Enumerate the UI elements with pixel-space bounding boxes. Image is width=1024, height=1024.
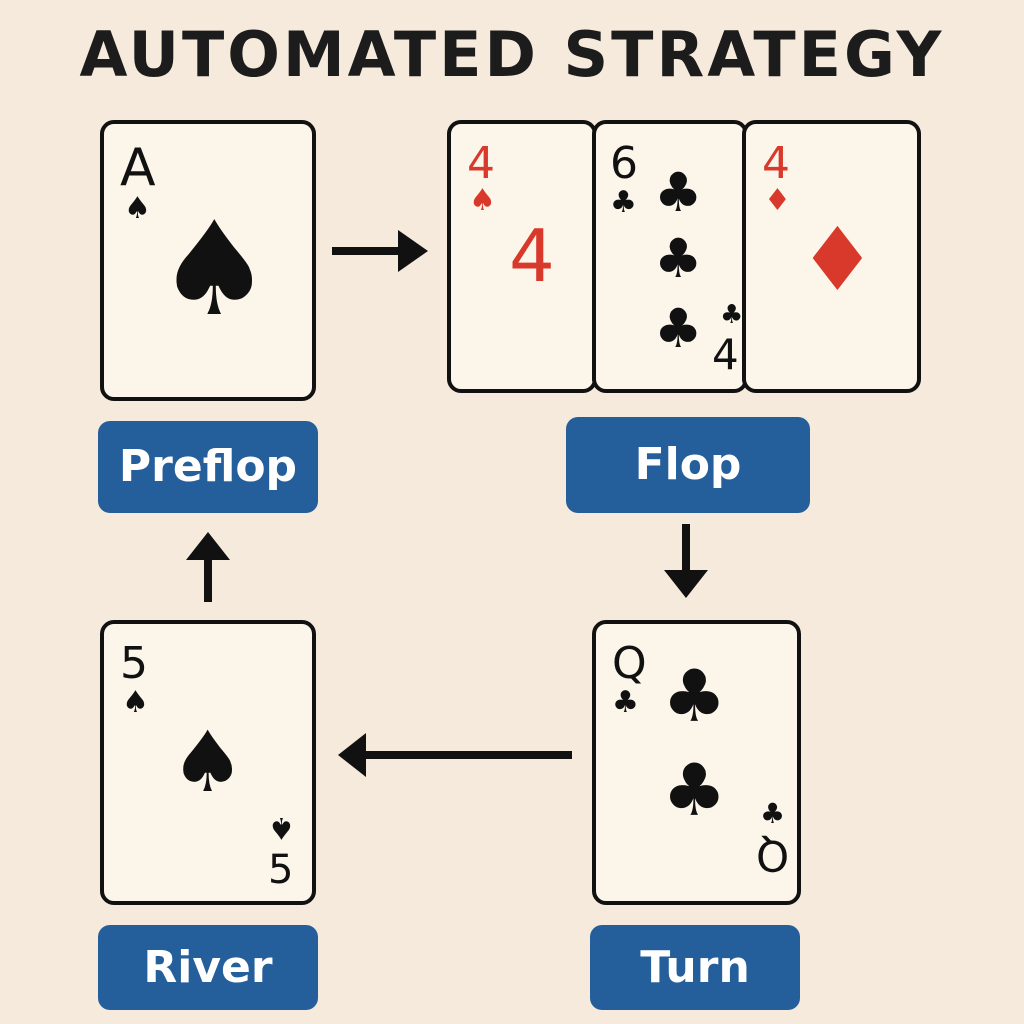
stage-label-flop: Flop <box>566 417 810 513</box>
spade-icon: ♠ <box>122 685 149 720</box>
stage-label-turn: Turn <box>590 925 800 1010</box>
preflop-card-ace-of-spades: A ♠ ♠ <box>100 120 316 401</box>
club-icon: ♣ <box>654 297 703 360</box>
spade-icon: ♠ <box>124 191 151 226</box>
club-icon: ♣ <box>662 748 727 832</box>
club-icon: ♣ <box>654 161 703 224</box>
stage-label-preflop: Preflop <box>98 421 318 513</box>
card-corner-rank: 4 <box>712 330 739 379</box>
card-rank: 4 <box>762 138 790 189</box>
flop-card-six-of-clubs: 6 ♣ ♣ ♣ ♣ ♣ 4 <box>592 120 748 393</box>
flop-card-four-of-diamonds: 4 ♦ ♦ <box>742 120 921 393</box>
club-icon: ♣ <box>612 685 639 720</box>
club-icon: ♣ <box>610 185 637 220</box>
arrow-up-icon <box>186 532 230 602</box>
club-icon: ♣ <box>760 797 786 830</box>
card-rank: 5 <box>120 638 148 689</box>
spade-icon: ♠ <box>469 183 496 218</box>
club-icon: ♣ <box>654 227 703 290</box>
diamond-icon: ♦ <box>764 183 791 218</box>
spade-icon: ♠ <box>170 713 246 811</box>
card-rank: A <box>120 138 156 198</box>
card-rank: 6 <box>610 138 638 189</box>
turn-card-queen-of-clubs: Q ♣ ♣ ♣ ♣ Q <box>592 620 801 905</box>
arrow-down-icon <box>664 524 708 598</box>
arrow-left-icon <box>338 733 572 777</box>
card-rank: Q <box>612 638 647 689</box>
club-icon: ♣ <box>720 300 744 330</box>
river-card-five-of-spades: 5 ♠ ♠ ♠ 5 <box>100 620 316 905</box>
diagram-title: AUTOMATED STRATEGY <box>79 18 945 91</box>
diamond-icon: ♦ <box>798 208 877 311</box>
club-icon: ♣ <box>662 654 727 738</box>
card-center-rank: 4 <box>509 214 555 298</box>
flop-card-four-of-spades: 4 ♠ 4 <box>447 120 597 393</box>
spade-icon: ♠ <box>156 193 273 345</box>
card-corner-rank: 5 <box>268 847 294 893</box>
stage-label-river: River <box>98 925 318 1010</box>
card-rank: 4 <box>467 138 495 189</box>
arrow-right-icon <box>332 230 428 272</box>
